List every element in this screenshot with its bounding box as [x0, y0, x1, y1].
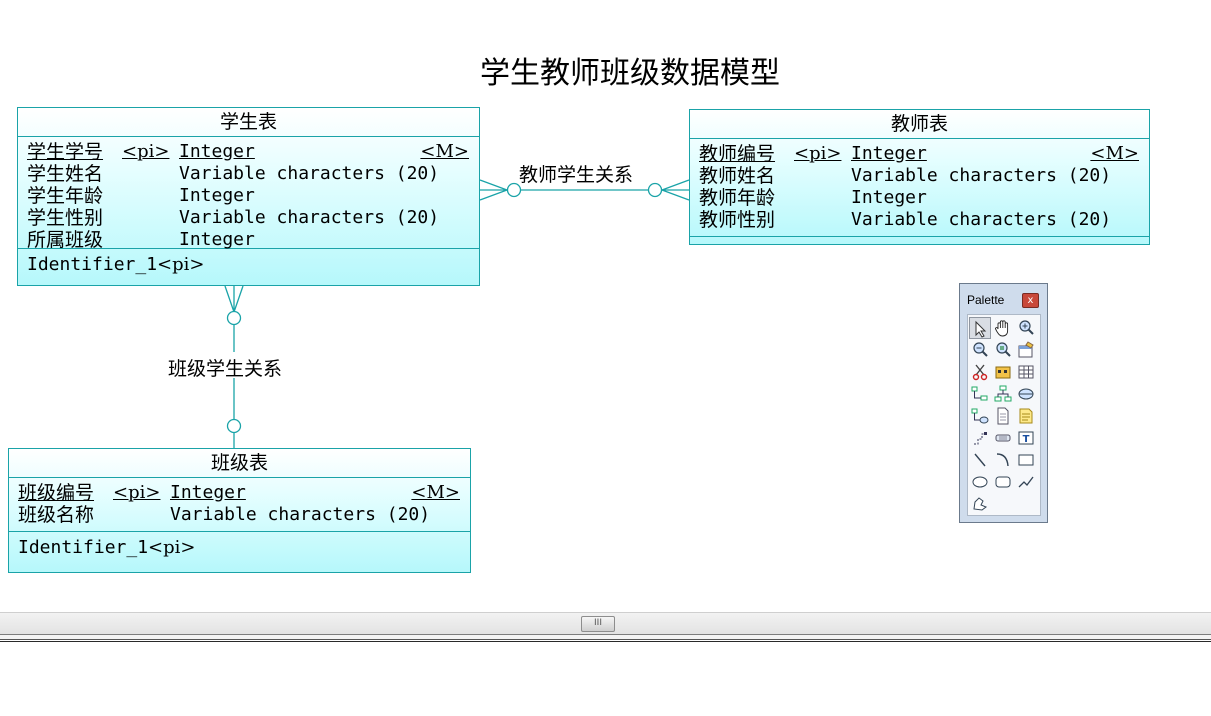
palette-tool-grid: T	[967, 314, 1041, 516]
entity-name: 学生表	[18, 108, 479, 137]
relationship-links	[224, 179, 690, 448]
rectangle-tool-icon[interactable]	[1015, 449, 1037, 471]
entity-teacher[interactable]: 教师表 教师编号 <pi> Integer <M> 教师姓名 Variable …	[689, 109, 1150, 245]
primary-key-tag: <pi>	[794, 143, 842, 164]
attribute-name: 教师年龄	[699, 187, 776, 209]
palette-window[interactable]: Palette x	[959, 283, 1048, 523]
relationship-class-student-line	[224, 285, 244, 448]
attribute-type: Variable characters (20)	[179, 163, 440, 184]
identifier-tag: <pi>	[157, 254, 205, 275]
palette-title: Palette	[967, 293, 1005, 307]
attribute-type: Integer	[851, 143, 927, 164]
attribute-row[interactable]: 班级名称 Variable characters (20)	[18, 504, 462, 526]
identifier-list: Identifier_1<pi>	[18, 249, 479, 279]
mandatory-tag: <M>	[420, 141, 469, 162]
entity-tool-icon[interactable]	[992, 361, 1014, 383]
pointer-tool-icon[interactable]	[969, 317, 991, 339]
attribute-row[interactable]: 教师年龄 Integer	[699, 187, 1141, 209]
identifier-name: Identifier_1	[27, 254, 158, 275]
association-tool-icon[interactable]	[1015, 383, 1037, 405]
mandatory-tag: <M>	[411, 482, 460, 503]
primary-key-tag: <pi>	[113, 482, 161, 503]
text-tool-icon[interactable]: T	[1015, 427, 1037, 449]
note-tool-icon[interactable]	[1015, 405, 1037, 427]
grabber-tool-icon[interactable]	[992, 317, 1014, 339]
delete-tool-icon[interactable]	[969, 361, 991, 383]
attribute-list: 学生学号 <pi> Integer <M> 学生姓名 Variable char…	[18, 137, 479, 251]
mandatory-tag: <M>	[1090, 143, 1139, 164]
attribute-type: Variable characters (20)	[851, 209, 1112, 230]
attribute-row[interactable]: 教师编号 <pi> Integer <M>	[699, 143, 1141, 165]
hscroll-shape-tool-icon[interactable]	[992, 427, 1014, 449]
file-tool-icon[interactable]	[992, 405, 1014, 427]
relationship-teacher-student-line	[479, 179, 690, 201]
attribute-type: Variable characters (20)	[170, 504, 431, 525]
arc-tool-icon[interactable]	[992, 449, 1014, 471]
attribute-row[interactable]: 教师姓名 Variable characters (20)	[699, 165, 1141, 187]
inheritance-tool-icon[interactable]	[992, 383, 1014, 405]
attribute-row[interactable]: 学生学号 <pi> Integer <M>	[27, 141, 471, 163]
attribute-type: Integer	[851, 187, 927, 208]
attribute-type: Integer	[179, 185, 255, 206]
attribute-row[interactable]: 所属班级 Integer	[27, 229, 471, 251]
zoom-in-tool-icon[interactable]	[1015, 317, 1037, 339]
attribute-list: 教师编号 <pi> Integer <M> 教师姓名 Variable char…	[690, 139, 1149, 237]
splitter-bar[interactable]	[0, 634, 1211, 640]
entity-name: 班级表	[9, 449, 470, 478]
horizontal-scrollbar[interactable]: III	[0, 612, 1211, 634]
svg-text:T: T	[1023, 434, 1030, 445]
properties-tool-icon[interactable]	[1015, 339, 1037, 361]
identifier-list: Identifier_1<pi>	[9, 532, 470, 562]
attribute-name: 学生学号	[27, 141, 104, 163]
scrollbar-thumb[interactable]: III	[581, 616, 615, 632]
attribute-name: 班级名称	[18, 504, 95, 526]
attribute-type: Integer	[170, 482, 246, 503]
diagram-title: 学生教师班级数据模型	[480, 56, 780, 91]
ellipse-tool-icon[interactable]	[969, 471, 991, 493]
attribute-row[interactable]: 班级编号 <pi> Integer <M>	[18, 482, 462, 504]
palette-titlebar[interactable]: Palette x	[960, 284, 1047, 314]
attribute-name: 学生年龄	[27, 185, 104, 207]
line-tool-icon[interactable]	[969, 449, 991, 471]
primary-key-tag: <pi>	[122, 141, 170, 162]
attribute-name: 班级编号	[18, 482, 95, 504]
link-tool-icon[interactable]	[969, 427, 991, 449]
rounded-rect-tool-icon[interactable]	[992, 471, 1014, 493]
attribute-type: Integer	[179, 229, 255, 250]
attribute-list: 班级编号 <pi> Integer <M> 班级名称 Variable char…	[9, 478, 470, 532]
attribute-name: 教师编号	[699, 143, 776, 165]
splitter-line	[0, 641, 1211, 642]
attribute-row[interactable]: 学生姓名 Variable characters (20)	[27, 163, 471, 185]
attribute-name: 教师姓名	[699, 165, 776, 187]
attribute-name: 学生性别	[27, 207, 104, 229]
zoom-out-tool-icon[interactable]	[969, 339, 991, 361]
entity-class[interactable]: 班级表 班级编号 <pi> Integer <M> 班级名称 Variable …	[8, 448, 471, 573]
relationship-label-class-student[interactable]: 班级学生关系	[168, 358, 283, 380]
entity-name: 教师表	[690, 110, 1149, 139]
attribute-row[interactable]: 教师性别 Variable characters (20)	[699, 209, 1141, 231]
attribute-name: 所属班级	[27, 229, 104, 251]
attribute-row[interactable]: 学生性别 Variable characters (20)	[27, 207, 471, 229]
polyline-tool-icon[interactable]	[1015, 471, 1037, 493]
identifier-name: Identifier_1	[18, 537, 149, 558]
entity-student[interactable]: 学生表 学生学号 <pi> Integer <M> 学生姓名 Variable …	[17, 107, 480, 286]
attribute-type: Variable characters (20)	[851, 165, 1112, 186]
table-tool-icon[interactable]	[1015, 361, 1037, 383]
close-icon[interactable]: x	[1022, 293, 1039, 308]
attribute-name: 学生姓名	[27, 163, 104, 185]
open-package-tool-icon[interactable]	[992, 339, 1014, 361]
relationship-label-teacher-student[interactable]: 教师学生关系	[519, 164, 634, 186]
attribute-type: Integer	[179, 141, 255, 162]
association-link-tool-icon[interactable]	[969, 405, 991, 427]
attribute-row[interactable]: 学生年龄 Integer	[27, 185, 471, 207]
attribute-name: 教师性别	[699, 209, 776, 231]
identifier-tag: <pi>	[148, 537, 196, 558]
diagram-canvas[interactable]: 学生教师班级数据模型 教师学生关系 班级学生关系 学生表	[0, 0, 1211, 612]
polygon-tool-icon[interactable]	[969, 493, 991, 515]
attribute-type: Variable characters (20)	[179, 207, 440, 228]
identifier-row[interactable]: Identifier_1<pi>	[27, 251, 470, 277]
relationship-tool-icon[interactable]	[969, 383, 991, 405]
identifier-row[interactable]: Identifier_1<pi>	[18, 534, 461, 560]
